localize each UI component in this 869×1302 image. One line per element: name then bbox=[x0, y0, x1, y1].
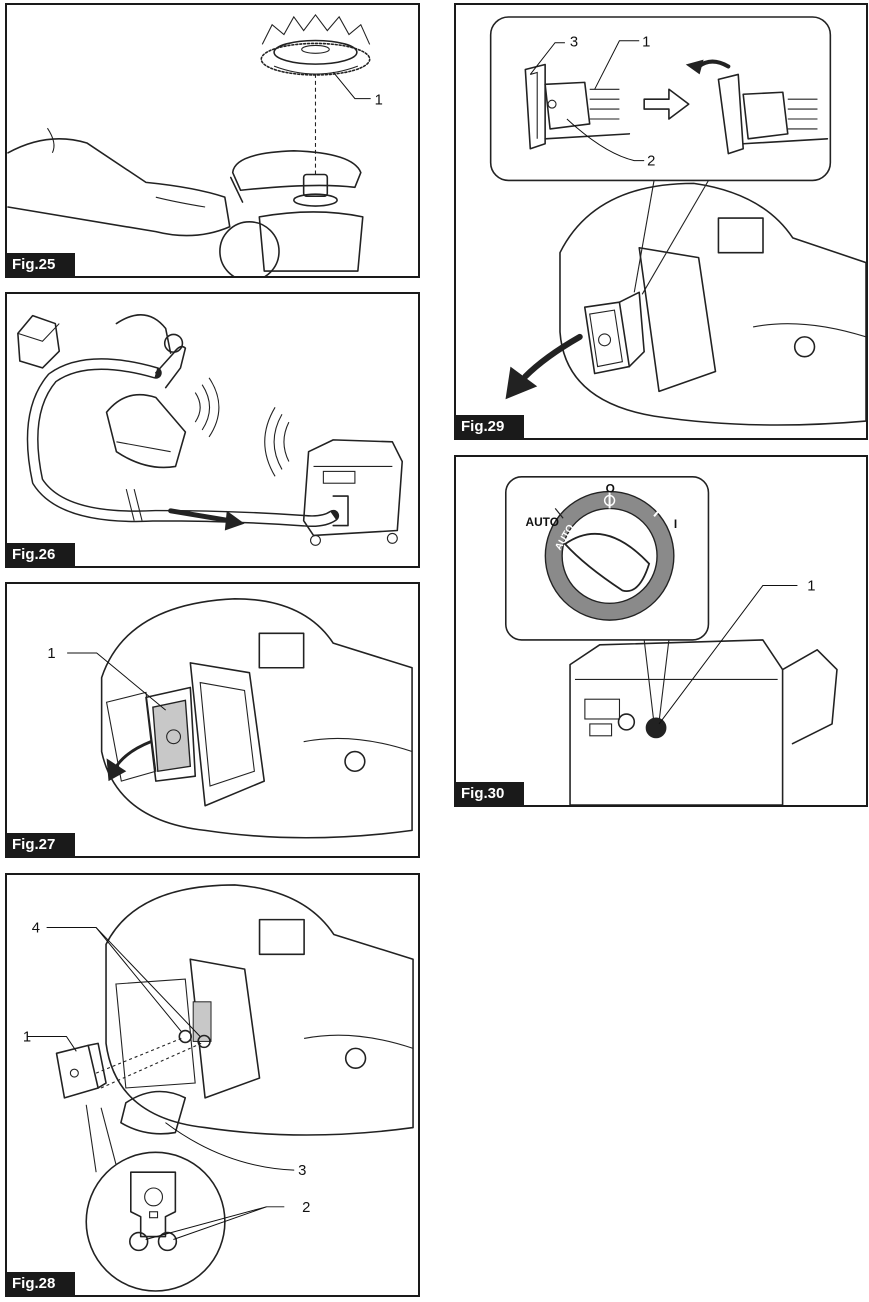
figure-30: AUTO AUTO I O 1 Fig.30 bbox=[454, 455, 868, 807]
figure-29: 3 1 2 Fig.29 bbox=[454, 3, 868, 440]
figure-label: Fig.29 bbox=[456, 415, 525, 438]
figure-28: 4 1 3 2 Fig.28 bbox=[5, 873, 420, 1297]
figure-label: Fig.27 bbox=[7, 833, 76, 856]
wireless-unit-unlock-illustration bbox=[489, 16, 866, 426]
figure-label: Fig.30 bbox=[456, 782, 525, 805]
vacuum-hose-connection-illustration bbox=[17, 314, 403, 546]
wireless-unit-installation-illustration bbox=[26, 884, 414, 1292]
figure-label: Fig.28 bbox=[7, 1272, 76, 1295]
figure-25: 1 Fig.25 bbox=[5, 3, 420, 278]
vacuum-mode-switch-illustration bbox=[504, 475, 838, 805]
wire-wheel-installation-illustration bbox=[7, 13, 371, 276]
figure-label: Fig.25 bbox=[7, 253, 76, 276]
figure-26: Fig.26 bbox=[5, 292, 420, 568]
figure-27: 1 Fig.27 bbox=[5, 582, 420, 858]
figure-label: Fig.26 bbox=[7, 543, 76, 566]
wireless-unit-removal-illustration bbox=[67, 597, 413, 839]
